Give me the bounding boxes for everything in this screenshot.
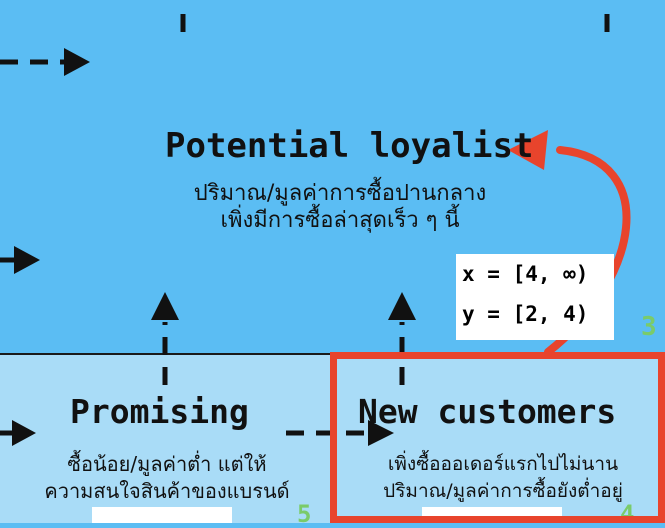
potential-loyalist-desc-line-2: เพิ่งมีการซื้อล่าสุดเร็ว ๆ นี้	[220, 208, 460, 233]
potential-loyalist-desc-line-1: ปริมาณ/มูลค่าการซื้อปานกลาง	[193, 181, 487, 206]
potential-loyalist-description: ปริมาณ/มูลค่าการซื้อปานกลาง เพิ่งมีการซื…	[130, 180, 550, 234]
dashed-arrow-up-left	[151, 292, 179, 385]
new-customers-title: New customers	[358, 392, 617, 431]
dashed-arrow-mid-left	[0, 246, 40, 274]
new-customers-highlight-box	[330, 352, 665, 523]
promising-description: ซื้อน้อย/มูลค่าต่ำ แต่ให้ ความสนใจสินค้า…	[12, 451, 322, 505]
coord-y: y = [2, 4)	[462, 302, 589, 326]
corner-number-bottom-left: 5	[297, 500, 312, 528]
coord-x: x = [4, ∞)	[462, 262, 589, 286]
new-customers-desc-line-1: เพิ่งซื้อออเดอร์แรกไปไม่นาน	[387, 453, 619, 475]
corner-number-right-mid: 3	[641, 312, 657, 342]
potential-loyalist-title: Potential loyalist	[165, 126, 534, 166]
promising-desc-line-2: ความสนใจสินค้าของแบรนด์	[44, 479, 290, 503]
dashed-arrow-bottom-mid	[286, 420, 394, 446]
promising-desc-line-1: ซื้อน้อย/มูลค่าต่ำ แต่ให้	[67, 452, 267, 476]
potential-loyalist-coordinates: x = [4, ∞) y = [2, 4)	[456, 254, 614, 340]
dashed-arrow-top-left	[0, 48, 90, 76]
promising-title: Promising	[70, 392, 249, 431]
arrow-bottom-left	[0, 420, 36, 446]
new-customers-desc-line-2: ปริมาณ/มูลค่าการซื้อยังต่ำอยู่	[383, 480, 623, 502]
new-customers-description: เพิ่งซื้อออเดอร์แรกไปไม่นาน ปริมาณ/มูลค่…	[342, 451, 664, 505]
promising-coordinates-box	[92, 507, 232, 523]
